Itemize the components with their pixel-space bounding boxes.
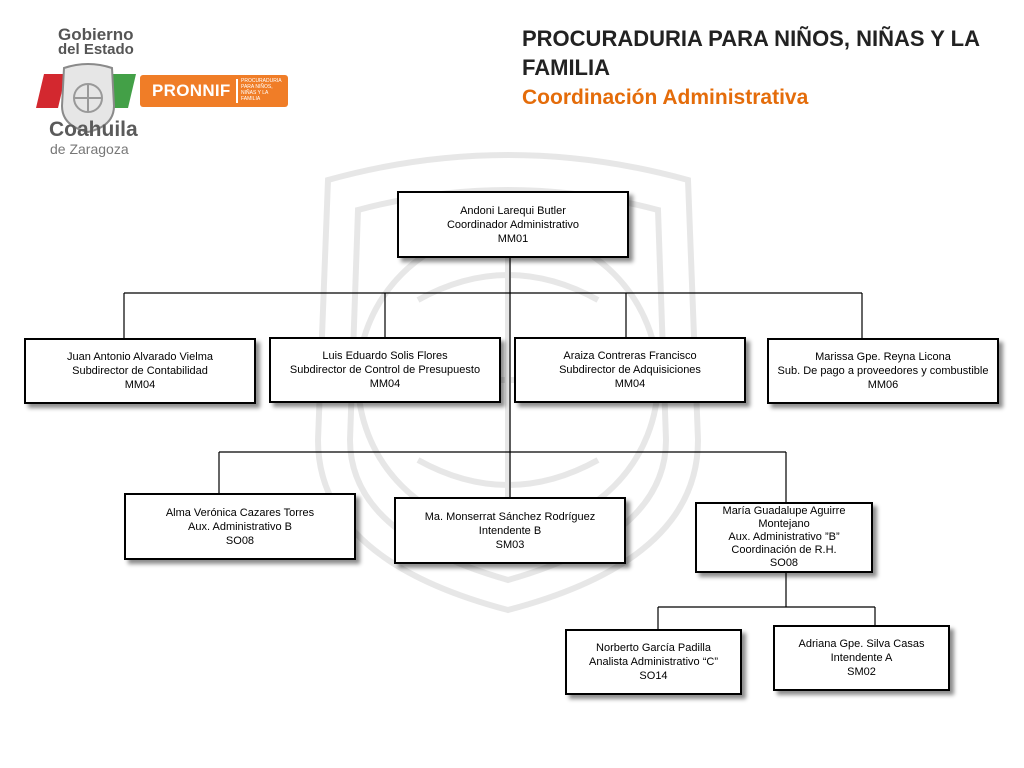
analista-code: SO14: [639, 670, 668, 682]
adquisiciones-role: Subdirector de Adquisiciones: [559, 364, 701, 376]
logo-del-estado-text: del Estado: [58, 41, 134, 58]
page-title: PROCURADURIA PARA NIÑOS, NIÑAS Y LA FAMI…: [522, 26, 980, 80]
aux-b-role: Aux. Administrativo B: [188, 520, 292, 533]
presupuesto-role: Subdirector de Control de Presupuesto: [289, 364, 481, 376]
org-box-intendente-b: Ma. Monserrat Sánchez Rodríguez Intenden…: [394, 497, 626, 564]
pronnif-badge: PRONNIF PROCURADURIA PARA NIÑOS, NIÑAS Y…: [140, 75, 288, 107]
contabilidad-name: Juan Antonio Alvarado Vielma: [67, 351, 213, 363]
gobierno-coahuila-logo: Gobierno del Estado PRONNIF PROCURADURIA…: [36, 26, 306, 161]
adquisiciones-code: MM04: [614, 378, 646, 390]
page-subtitle: Coordinación Administrativa: [522, 86, 809, 109]
aux-rh-name-line1: María Guadalupe Aguirre: [722, 505, 846, 517]
aux-rh-role: Aux. Administrativo ”B”: [728, 531, 840, 543]
aux-rh-name-line2: Montejano: [758, 518, 810, 530]
intendente-a-role: Intendente A: [830, 652, 893, 664]
org-box-sub-pago-proveedores: Marissa Gpe. Reyna Licona Sub. De pago a…: [767, 338, 999, 404]
pago-code: MM06: [867, 379, 899, 391]
coordinator-code: MM01: [497, 232, 529, 245]
intendente-a-name: Adriana Gpe. Silva Casas: [798, 638, 925, 650]
aux-b-code: SO08: [225, 534, 255, 547]
coordinator-name: Andoni Larequi Butler: [460, 204, 566, 217]
intendente-a-code: SM02: [847, 666, 876, 678]
org-box-subdirector-contabilidad: Juan Antonio Alvarado Vielma Subdirector…: [24, 338, 256, 404]
contabilidad-role: Subdirector de Contabilidad: [72, 365, 208, 377]
adquisiciones-name: Araiza Contreras Francisco: [563, 350, 697, 362]
org-box-analista-administrativo: Norberto García Padilla Analista Adminis…: [565, 629, 742, 695]
intendente-b-code: SM03: [495, 538, 525, 551]
pago-role: Sub. De pago a proveedores y combustible: [777, 365, 989, 377]
coordinator-role: Coordinador Administrativo: [446, 218, 580, 231]
org-box-intendente-a: Adriana Gpe. Silva Casas Intendente A SM…: [773, 625, 950, 691]
pago-name: Marissa Gpe. Reyna Licona: [815, 351, 951, 363]
org-box-aux-administrativo-rh: María Guadalupe Aguirre Montejano Aux. A…: [695, 502, 873, 573]
analista-name: Norberto García Padilla: [596, 642, 711, 654]
analista-role: Analista Administrativo “C”: [589, 656, 718, 668]
pronnif-separator: [236, 79, 238, 103]
intendente-b-name: Ma. Monserrat Sánchez Rodríguez: [424, 510, 596, 523]
logo-state-name: Coahuila: [49, 118, 138, 141]
aux-rh-dept: Coordinación de R.H.: [731, 544, 837, 556]
org-box-subdirector-adquisiciones: Araiza Contreras Francisco Subdirector d…: [514, 337, 746, 403]
org-box-subdirector-presupuesto: Luis Eduardo Solis Flores Subdirector de…: [269, 337, 501, 403]
aux-rh-code: SO08: [769, 557, 799, 569]
pronnif-name: PRONNIF: [152, 81, 231, 100]
contabilidad-code: MM04: [124, 379, 156, 391]
state-shield-icon: [60, 63, 116, 134]
aux-b-name: Alma Verónica Cazares Torres: [165, 506, 315, 519]
org-box-aux-administrativo-b: Alma Verónica Cazares Torres Aux. Admini…: [124, 493, 356, 560]
logo-gobierno-text: Gobierno: [58, 25, 134, 44]
pronnif-tagline: PROCURADURIA PARA NIÑOS, NIÑAS Y LA FAMI…: [241, 78, 282, 102]
presupuesto-code: MM04: [369, 378, 401, 390]
org-box-coordinator: Andoni Larequi Butler Coordinador Admini…: [397, 191, 629, 258]
logo-state-suffix: de Zaragoza: [50, 141, 129, 157]
presupuesto-name: Luis Eduardo Solis Flores: [322, 350, 448, 362]
intendente-b-role: Intendente B: [478, 524, 542, 537]
